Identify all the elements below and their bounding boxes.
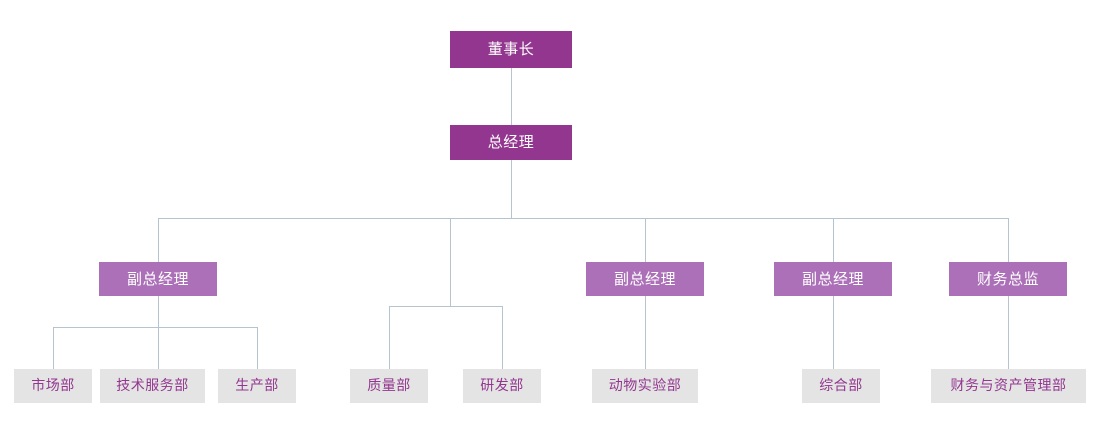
connector-bar-to-vgm3 bbox=[645, 218, 646, 262]
connector-vgm4-to-general-affairs bbox=[833, 296, 834, 369]
node-dept-general-affairs[interactable]: 综合部 bbox=[802, 369, 880, 403]
connector-gm-dropline bbox=[511, 160, 512, 218]
node-dept-production[interactable]: 生产部 bbox=[218, 369, 296, 403]
node-dept-finance-asset[interactable]: 财务与资产管理部 bbox=[931, 369, 1086, 403]
node-vice-general-manager-3[interactable]: 副总经理 bbox=[774, 262, 892, 296]
connector-vgm1-to-tech-service bbox=[158, 327, 159, 369]
connector-vgm1-bar bbox=[53, 327, 258, 328]
connector-chairman-to-gm bbox=[511, 68, 512, 126]
node-dept-animal-lab[interactable]: 动物实验部 bbox=[592, 369, 698, 403]
node-dept-rnd[interactable]: 研发部 bbox=[463, 369, 541, 403]
node-general-manager[interactable]: 总经理 bbox=[450, 125, 572, 160]
connector-vgm1-dropline bbox=[158, 296, 159, 327]
connector-cfo-to-finance-asset bbox=[1008, 296, 1009, 369]
connector-vgm1-to-production bbox=[257, 327, 258, 369]
node-chairman[interactable]: 董事长 bbox=[450, 31, 572, 68]
node-vice-general-manager-2[interactable]: 副总经理 bbox=[586, 262, 704, 296]
connector-mid-to-quality bbox=[389, 306, 390, 369]
connector-mid-bar bbox=[389, 306, 503, 307]
connector-bar-to-vgm4 bbox=[833, 218, 834, 262]
connector-bar-to-quality-branch bbox=[450, 218, 451, 306]
connector-bar-to-cfo bbox=[1008, 218, 1009, 262]
node-dept-quality[interactable]: 质量部 bbox=[350, 369, 428, 403]
node-financial-director[interactable]: 财务总监 bbox=[949, 262, 1067, 296]
connector-mid-to-rnd bbox=[502, 306, 503, 369]
node-dept-tech-service[interactable]: 技术服务部 bbox=[100, 369, 205, 403]
connector-vgm3-to-animal-lab bbox=[645, 296, 646, 369]
connector-vgm1-to-marketing bbox=[53, 327, 54, 369]
connector-main-bar bbox=[158, 218, 1009, 219]
connector-bar-to-vgm1 bbox=[158, 218, 159, 262]
node-vice-general-manager-1[interactable]: 副总经理 bbox=[99, 262, 217, 296]
node-dept-marketing[interactable]: 市场部 bbox=[14, 369, 92, 403]
